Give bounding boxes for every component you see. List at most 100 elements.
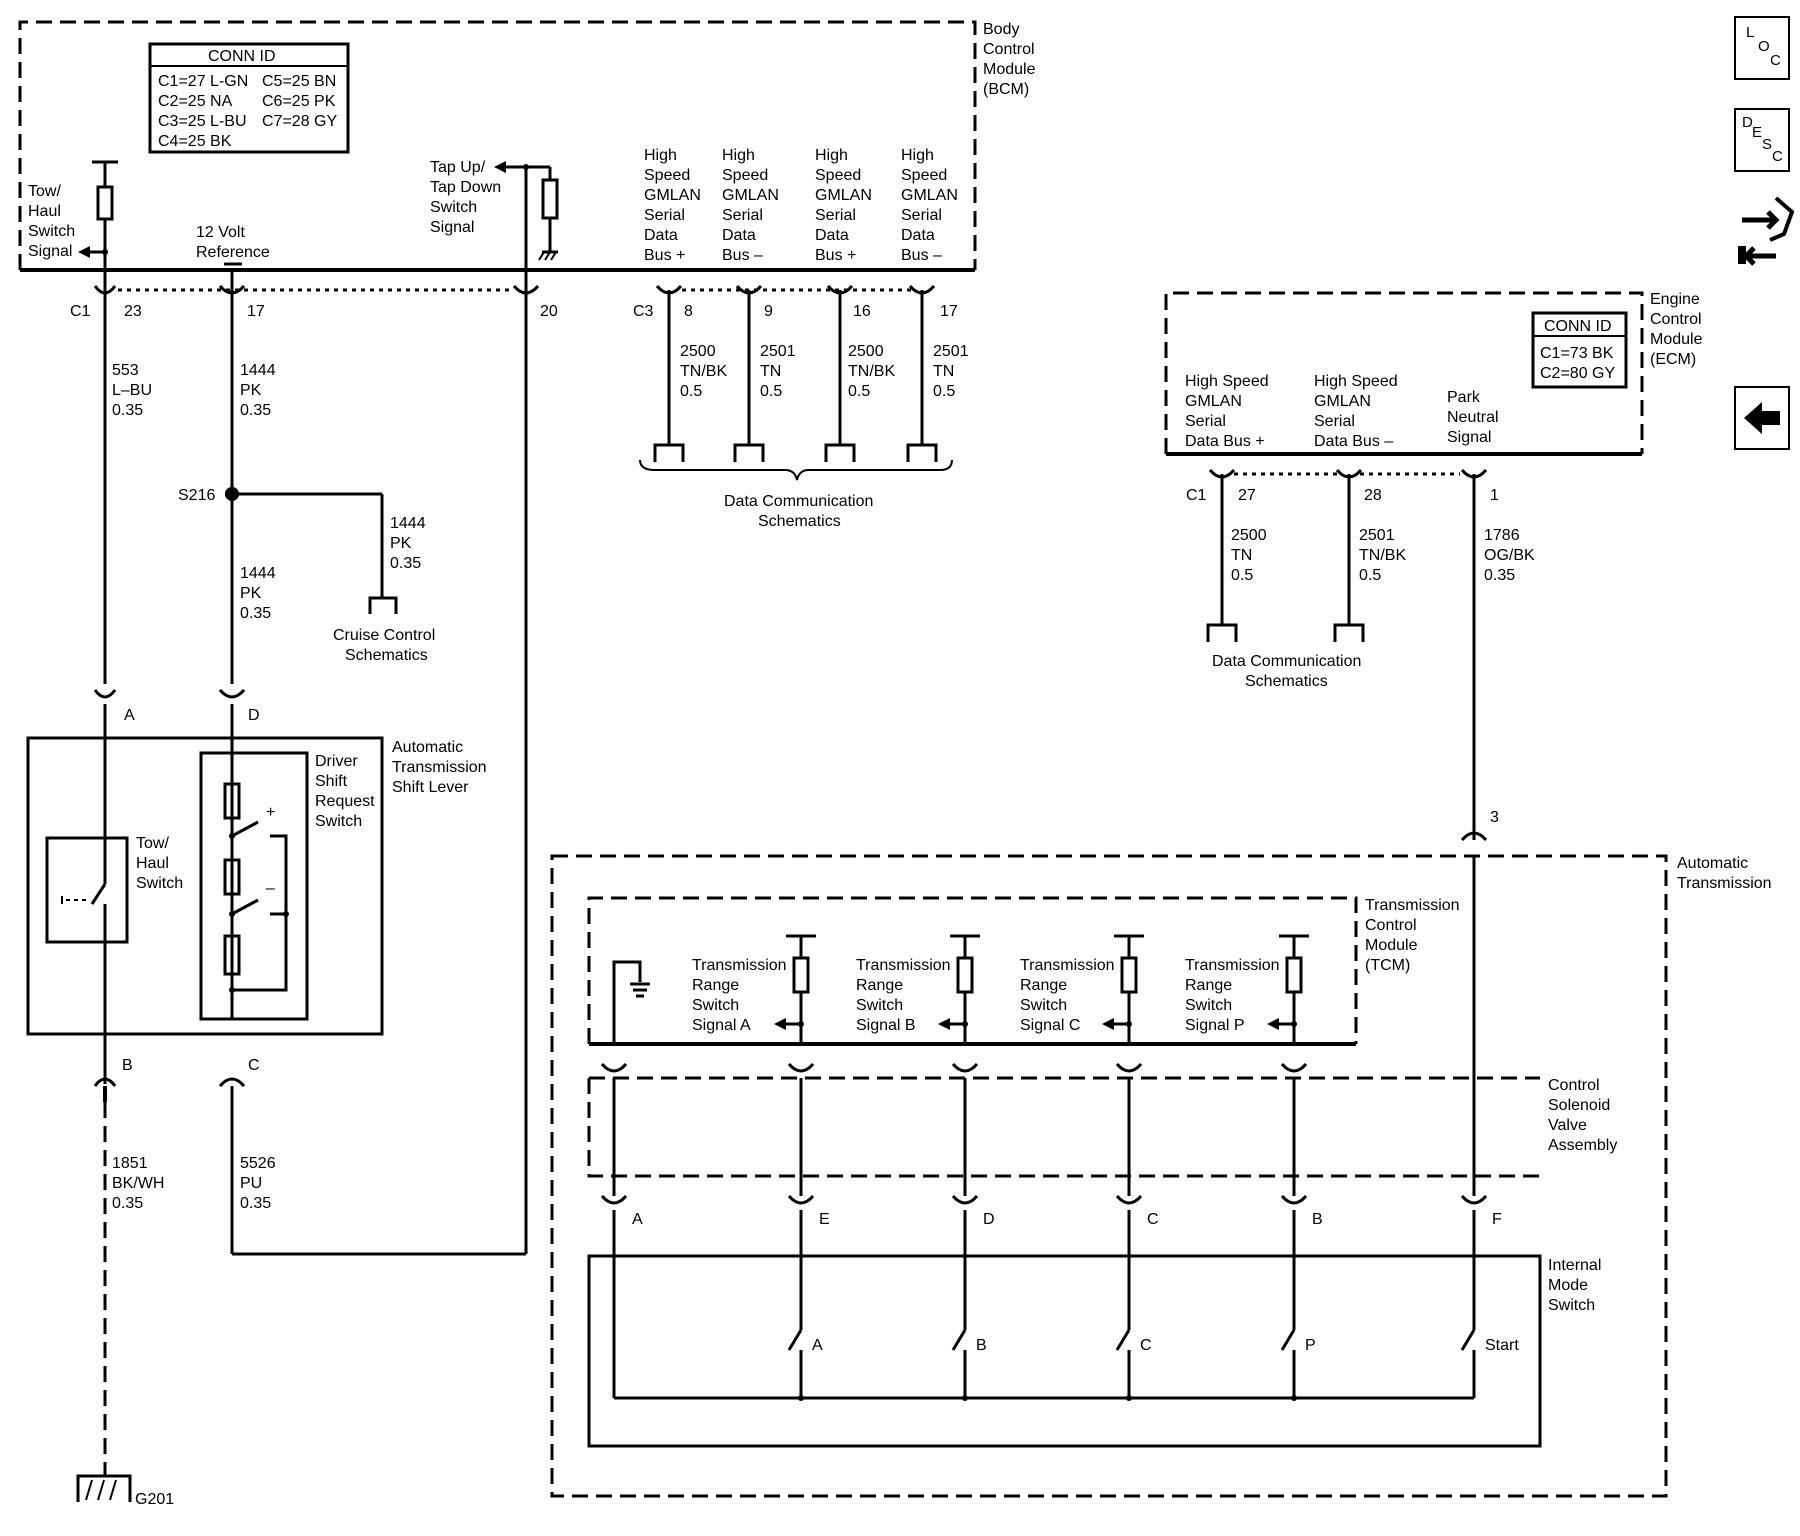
tcm-label-2: Control [1365, 917, 1417, 934]
bcm-pin-9: 9 [764, 303, 773, 320]
shift-lever: A D Automatic Transmission Shift Lever T… [26, 688, 487, 1254]
bcm-data-wire-4-size: 0.5 [933, 383, 955, 400]
ground-circuit: 1851 BK/WH 0.35 5526 PU 0.35 G201 [76, 1102, 276, 1508]
bcm-data-wire-4-color: TN [933, 363, 954, 380]
location-button[interactable]: L O C [1734, 16, 1790, 80]
ecm-sig-2-line-4: Data Bus – [1314, 433, 1393, 450]
trs-c-line-3: Switch [1020, 997, 1067, 1014]
ecm-conn-id-c2: C2=80 GY [1540, 365, 1615, 382]
driver-switch-label-4: Switch [315, 813, 362, 830]
bcm-data-wire-3-color: TN/BK [848, 363, 895, 380]
ecm-connectors: C1 27 28 1 2500 TN 0.5 2501 TN/BK 0.5 17… [1186, 468, 1535, 842]
back-button[interactable] [1734, 386, 1790, 450]
bcm-data-comm-ref-2: Schematics [758, 513, 841, 530]
ecm-wire-1-num: 2500 [1231, 527, 1267, 544]
pulldown-resistor-icon [494, 161, 559, 270]
connector-view-button[interactable] [1736, 194, 1795, 274]
ims-pin-d: D [983, 1211, 995, 1228]
trs-a-line-4: Signal A [692, 1017, 751, 1034]
ecm-c1-label: C1 [1186, 487, 1207, 504]
bcm-pin-23: 23 [124, 303, 142, 320]
gmlan-2-line-3: GMLAN [722, 187, 779, 204]
gmlan-2-line-6: Bus – [722, 247, 763, 264]
ref-12v-2: Reference [196, 244, 270, 261]
bcm-pin-8: 8 [684, 303, 693, 320]
driver-switch-label-1: Driver [315, 753, 358, 770]
bcm-data-comm-ref-1: Data Communication [724, 493, 873, 510]
trs-signal-b: Transmission Range Switch Signal B [856, 934, 980, 1044]
ecm-label-3: Module [1650, 331, 1703, 348]
gmlan-1-line-4: Serial [644, 207, 685, 224]
ecm-label-1: Engine [1650, 291, 1700, 308]
bcm-pin-17-c3: 17 [940, 303, 958, 320]
ims-switches: A B C P Start [612, 1210, 1519, 1401]
conn-id-c5: C5=25 BN [262, 73, 336, 90]
ecm-sig-1-line-4: Data Bus + [1185, 433, 1265, 450]
back-arrow-icon [1744, 402, 1780, 434]
trs-signal-p: Transmission Range Switch Signal P [1185, 934, 1309, 1044]
shift-lever-label-1: Automatic [392, 739, 463, 756]
gmlan-2-line-1: High [722, 147, 755, 164]
ims-switch-a: A [812, 1337, 823, 1354]
pullup-resistor-icon [78, 160, 118, 270]
bcm-data-wire-1-num: 2500 [680, 343, 716, 360]
conn-id-title: CONN ID [208, 48, 276, 65]
bcm-data-wire-3-size: 0.5 [848, 383, 870, 400]
gmlan-3-line-5: Data [815, 227, 849, 244]
gmlan-3-line-1: High [815, 147, 848, 164]
driver-switch-label-2: Shift [315, 773, 348, 790]
ground-g201-icon [76, 1474, 132, 1502]
cruise-control-ref-2: Schematics [345, 647, 428, 664]
ims-pin-a: A [632, 1211, 643, 1228]
trs-b-line-4: Signal B [856, 1017, 916, 1034]
ecm-conn-id-title: CONN ID [1544, 318, 1612, 335]
ground-wire-size: 0.35 [112, 1195, 143, 1212]
conn-id-c7: C7=28 GY [262, 113, 337, 130]
tcm-label-4: (TCM) [1365, 957, 1410, 974]
driver-switch-minus: – [266, 880, 275, 897]
wire-553-size: 0.35 [112, 402, 143, 419]
ecm-wire-1-color: TN [1231, 547, 1252, 564]
shift-pin-d: D [248, 707, 260, 724]
tow-haul-signal-2: Haul [28, 203, 61, 220]
gmlan-2-line-4: Serial [722, 207, 763, 224]
tcm-label-3: Module [1365, 937, 1418, 954]
bcm-data-wire-2-num: 2501 [760, 343, 796, 360]
ims-label-2: Mode [1548, 1277, 1588, 1294]
gmlan-4-line-3: GMLAN [901, 187, 958, 204]
csva-label-2: Solenoid [1548, 1097, 1610, 1114]
trs-a-line-1: Transmission [692, 957, 787, 974]
pu-wire-size: 0.35 [240, 1195, 271, 1212]
bcm-data-wire-1-color: TN/BK [680, 363, 727, 380]
ecm-sig-1-line-3: Serial [1185, 413, 1226, 430]
driver-switch-label-3: Request [315, 793, 375, 810]
splice-s216: S216 1444 PK 0.35 1444 PK 0.35 Cruise Co… [178, 487, 435, 664]
tap-signal-3: Switch [430, 199, 477, 216]
bcm-pin-16: 16 [853, 303, 871, 320]
gmlan-2-line-2: Speed [722, 167, 768, 184]
ims-switch-b: B [976, 1337, 987, 1354]
splice-lower-num: 1444 [240, 565, 276, 582]
bcm-pin-17: 17 [247, 303, 265, 320]
ecm-label-4: (ECM) [1650, 351, 1696, 368]
loc-letter-o: O [1758, 38, 1770, 55]
bcm-gmlan-labels: High Speed GMLAN Serial Data Bus + High … [644, 147, 958, 264]
conn-id-c3: C3=25 L-BU [158, 113, 247, 130]
tow-switch-label-2: Haul [136, 855, 169, 872]
tow-switch-label-1: Tow/ [136, 835, 169, 852]
ecm-data-comm-ref-2: Schematics [1245, 673, 1328, 690]
description-button[interactable]: D E S C [1734, 108, 1790, 172]
bcm-c1-label: C1 [70, 303, 91, 320]
desc-letter-c: C [1772, 148, 1783, 165]
tap-signal-2: Tap Down [430, 179, 501, 196]
bcm-label-3: Module [983, 61, 1036, 78]
gmlan-3-line-6: Bus + [815, 247, 856, 264]
conn-id-c6: C6=25 PK [262, 93, 336, 110]
tap-signal-1: Tap Up/ [430, 159, 486, 176]
csva-label-3: Valve [1548, 1117, 1587, 1134]
ecm-pin-1: 1 [1490, 487, 1499, 504]
pu-wire-num: 5526 [240, 1155, 276, 1172]
ecm-conn-id-c1: C1=73 BK [1540, 345, 1614, 362]
conn-id-c2: C2=25 NA [158, 93, 233, 110]
splice-branch-num: 1444 [390, 515, 426, 532]
